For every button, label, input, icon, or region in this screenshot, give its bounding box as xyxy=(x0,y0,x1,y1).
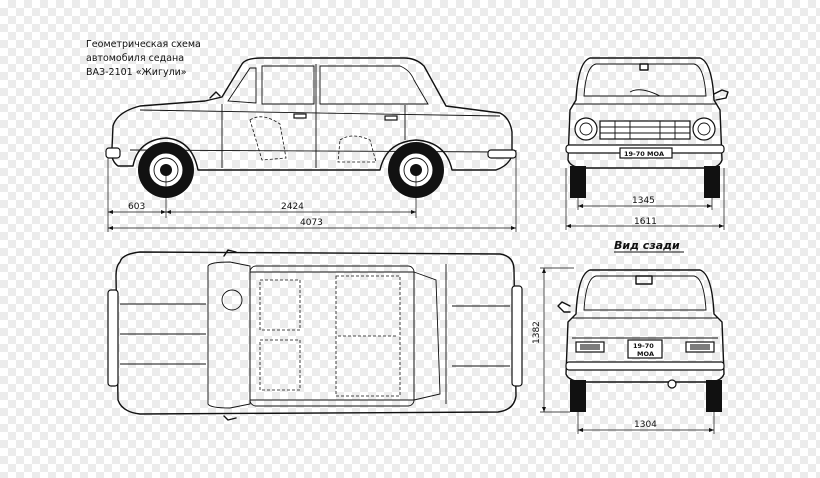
title-line-2: автомобиля седана xyxy=(86,53,184,64)
title-line-1: Геометрическая схема xyxy=(86,39,201,50)
side-view: 603 2424 4073 xyxy=(105,57,517,232)
rear-view-license-plate xyxy=(627,339,663,359)
top-view-rear-window xyxy=(413,271,441,401)
title-line-3: ВАЗ-2101 «Жигули» xyxy=(86,67,187,78)
front-plate-text: 19-70 МОА xyxy=(624,150,664,158)
rear-view-body xyxy=(565,269,725,383)
front-view-headlight-right xyxy=(692,117,716,141)
dim-front-overhang: 603 xyxy=(128,202,145,212)
dim-front-track: 1345 xyxy=(632,196,655,206)
side-view-door-handle-rear xyxy=(384,115,398,121)
front-view: 19-70 МОА 1345 1611 xyxy=(565,57,729,230)
rear-view-tire-right xyxy=(706,380,722,412)
side-view-body xyxy=(110,57,513,171)
rear-plate-line2: МОА xyxy=(637,350,654,358)
rear-view-window xyxy=(583,275,707,311)
rear-view-exhaust xyxy=(667,379,677,389)
rear-view-tire-left xyxy=(570,380,586,412)
front-view-grille xyxy=(599,120,691,140)
front-view-license-plate xyxy=(619,147,673,159)
rear-view-caption: Вид сзади xyxy=(614,239,680,252)
top-view-front-bumper xyxy=(107,289,119,387)
side-view-rear-bumper xyxy=(487,149,517,159)
side-view-middle-window xyxy=(261,65,315,105)
side-view-front-window xyxy=(227,67,257,104)
rear-view: Вид сзади 19-70 МОА 1382 1304 xyxy=(532,239,725,434)
top-view-body xyxy=(115,251,517,415)
side-view-door-handle-front xyxy=(293,113,307,119)
front-view-tire-left xyxy=(570,166,586,198)
dim-rear-track: 1304 xyxy=(634,420,657,430)
top-view xyxy=(107,249,523,421)
front-view-windshield xyxy=(583,63,707,97)
top-view-rear-bumper xyxy=(511,285,523,387)
side-view-front-bumper xyxy=(105,147,121,159)
title-block: Геометрическая схема автомобиля седана В… xyxy=(86,39,201,78)
rear-view-bumper xyxy=(565,361,725,371)
front-view-body xyxy=(567,57,723,169)
front-view-headlight-left xyxy=(574,117,598,141)
top-view-windshield xyxy=(207,261,251,409)
side-view-rear-window xyxy=(319,65,429,105)
dim-wheelbase: 2424 xyxy=(281,202,304,212)
dim-overall-width: 1611 xyxy=(634,217,657,227)
dim-overall-length: 4073 xyxy=(300,218,323,228)
rear-plate-line1: 19-70 xyxy=(633,342,654,350)
front-view-tire-right xyxy=(704,166,720,198)
dim-height: 1382 xyxy=(532,321,542,344)
